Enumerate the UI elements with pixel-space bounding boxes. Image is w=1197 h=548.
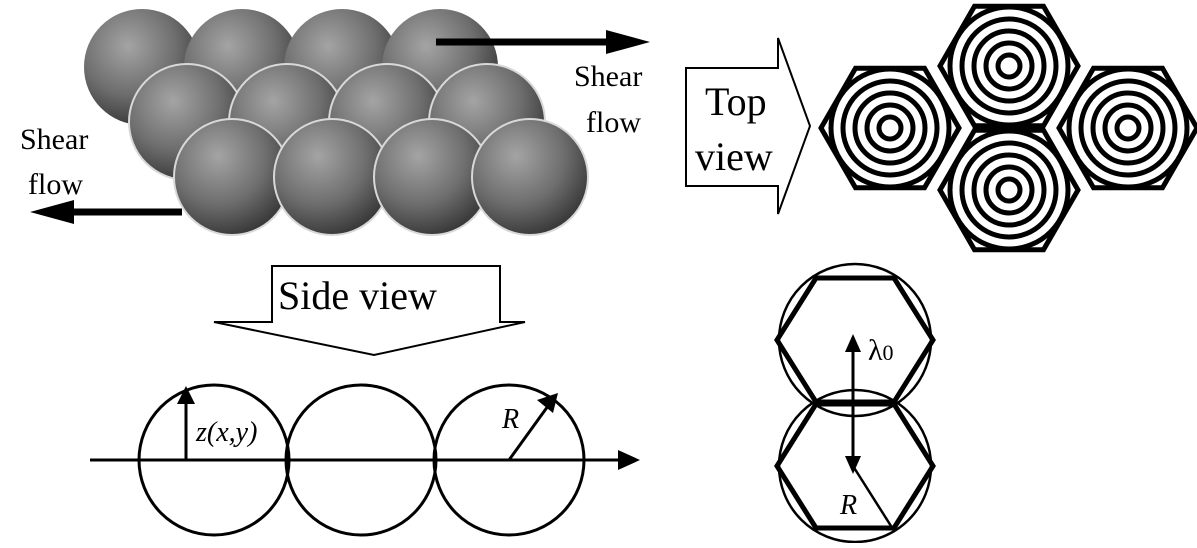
side-view-arrow [213, 265, 526, 357]
radius-line-detail [851, 465, 893, 527]
hex-ring [995, 52, 1023, 80]
hex-cell [818, 65, 962, 191]
side-axis-arrow [90, 450, 640, 470]
hex-ring [828, 66, 952, 190]
top-view-arrow [685, 37, 812, 215]
side-view-label: Side view [278, 273, 437, 318]
hex-ring [1102, 102, 1154, 154]
sphere [173, 118, 291, 236]
sphere [273, 118, 391, 236]
radius-label-side: R [501, 404, 519, 435]
shear-flow-left-line2: flow [28, 168, 83, 201]
hex-ring [1114, 114, 1142, 142]
shear-flow-left-line1: Shear [20, 123, 88, 156]
hex-ring [995, 176, 1023, 204]
z-label-args: (x,y) [207, 417, 258, 448]
detail-hexagon-bottom [774, 401, 936, 531]
shear-arrow-left [30, 200, 182, 224]
hex-ring [983, 164, 1035, 216]
hex-ring [1090, 90, 1166, 166]
lambda-label: λ0 [868, 334, 894, 367]
hex-ring [983, 40, 1035, 92]
hex-ring [971, 28, 1047, 104]
lambda-symbol: λ [868, 334, 883, 367]
top-view-hexagons [818, 3, 1197, 253]
z-height-arrow [177, 386, 195, 460]
shear-flow-right-line1: Shear [574, 60, 642, 93]
hex-ring [852, 90, 928, 166]
hex-ring [864, 102, 916, 154]
hex-cell [937, 3, 1081, 129]
lambda-arrow [845, 334, 861, 474]
lambda-subscript: 0 [883, 340, 894, 365]
z-label-z: z [195, 417, 207, 448]
z-label: z(x,y) [195, 417, 257, 448]
hex-ring [947, 128, 1071, 252]
sphere [471, 118, 589, 236]
hex-ring [840, 78, 940, 178]
hex-ring [971, 152, 1047, 228]
hex-ring [947, 4, 1071, 128]
hex-cell [937, 127, 1081, 253]
hex-ring [876, 114, 904, 142]
top-view-line2: view [695, 134, 773, 179]
sphere-packing [84, 9, 589, 236]
shear-flow-right-line2: flow [586, 106, 641, 139]
hex-ring [959, 140, 1059, 240]
hex-cell [1056, 65, 1197, 191]
hex-ring [1066, 66, 1190, 190]
detail-geometry [774, 262, 936, 544]
shear-arrow-right [436, 30, 650, 54]
radius-arrow-side [507, 393, 558, 461]
hex-ring [1078, 78, 1178, 178]
radius-label-detail: R [839, 490, 857, 521]
top-view-line1: Top [705, 79, 767, 124]
hex-ring [959, 16, 1059, 116]
